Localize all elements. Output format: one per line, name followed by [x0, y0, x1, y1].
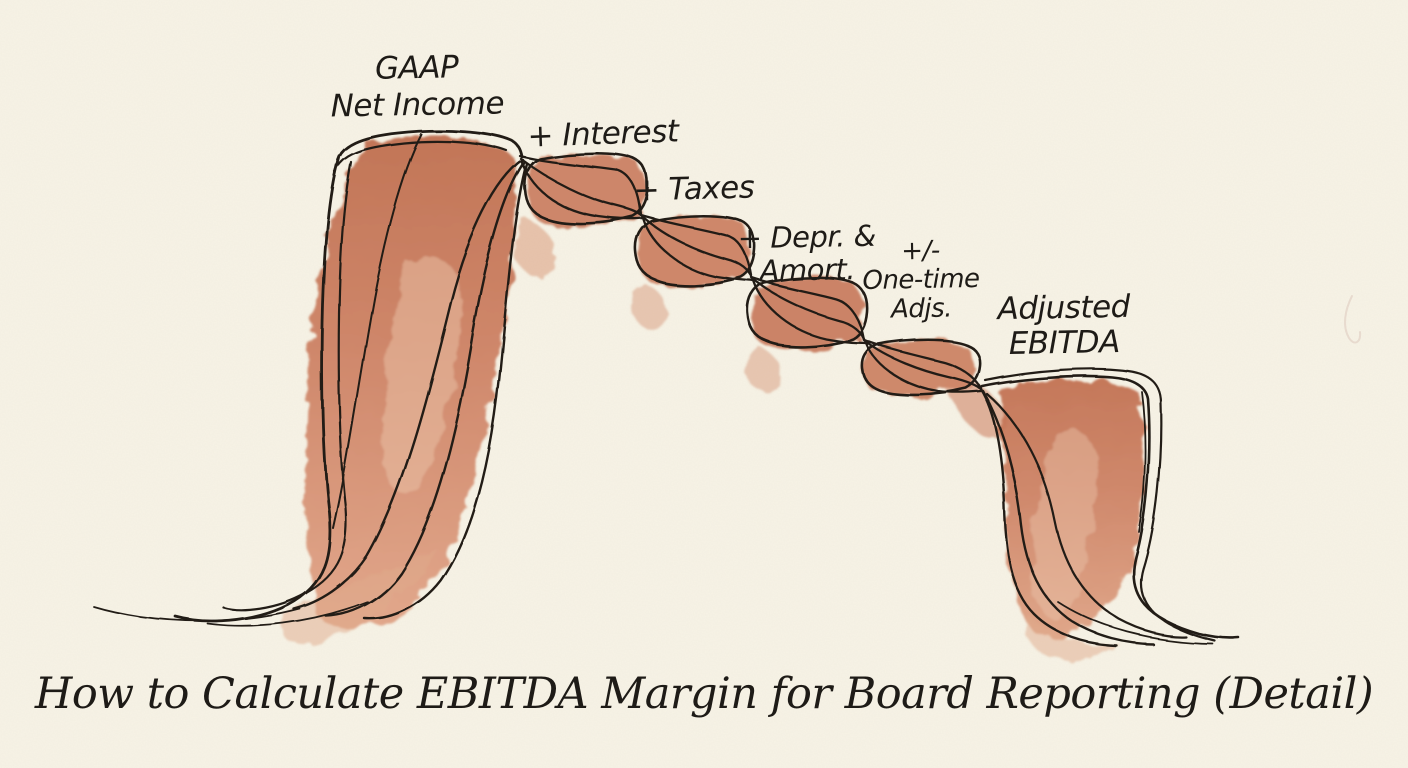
- ink-linework: [93, 129, 1240, 648]
- watercolor-bleed-2: [633, 284, 668, 330]
- label-line: + Interest: [526, 113, 680, 155]
- watercolor-right-highlight: [1033, 429, 1097, 617]
- watercolor-bleed-1: [516, 219, 557, 278]
- paper-smudge: [1344, 295, 1362, 344]
- ink-flow-lines: [518, 154, 983, 394]
- ink-step-blocks: [523, 152, 982, 396]
- label-line: Adjs.: [890, 293, 953, 325]
- label-line: + Depr. &: [737, 218, 876, 256]
- watercolor-bleed-3: [746, 346, 781, 392]
- watercolor-left-tail: [279, 550, 438, 644]
- label-line: +/-: [901, 235, 940, 267]
- label-one-time-adjustments: +/- One-time Adjs.: [862, 236, 981, 325]
- ink-left-column: [93, 129, 529, 628]
- label-gaap-net-income: GAAP Net Income: [330, 48, 505, 125]
- watercolor-left-highlight: [381, 257, 462, 493]
- label-taxes: + Taxes: [633, 169, 754, 208]
- label-line: GAAP: [374, 49, 459, 87]
- label-line: + Taxes: [633, 169, 755, 209]
- label-line: One-time: [862, 263, 980, 297]
- watercolor-right-bleed: [1024, 616, 1122, 660]
- label-line: Adjusted: [997, 288, 1131, 328]
- watercolor-step-interest: [527, 153, 646, 228]
- title-caption: How to Calculate EBITDA Margin for Board…: [34, 669, 1374, 719]
- label-line: Net Income: [330, 85, 505, 125]
- label-line: EBITDA: [1008, 324, 1121, 362]
- ink-right-column: [979, 367, 1240, 648]
- label-adjusted-ebitda: Adjusted EBITDA: [997, 288, 1131, 362]
- label-depreciation-amortization: + Depr. & Amort.: [737, 218, 876, 288]
- label-interest: + Interest: [527, 113, 679, 154]
- label-line: Amort.: [759, 252, 856, 288]
